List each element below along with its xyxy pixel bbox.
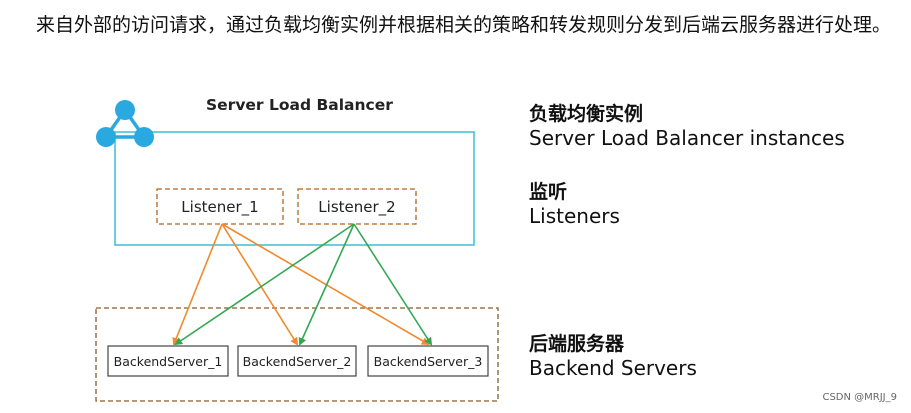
legend-listener-en: Listeners	[529, 204, 620, 228]
legend-listener: 监听 Listeners	[529, 180, 620, 228]
legend-backend-zh: 后端服务器	[529, 333, 625, 355]
legend-slb-zh: 负载均衡实例	[529, 103, 644, 125]
backend-server-1-label: BackendServer_1	[114, 354, 223, 369]
legend-backend: 后端服务器 Backend Servers	[529, 332, 697, 380]
slb-instance-box	[114, 131, 475, 246]
legend-slb: 负载均衡实例 Server Load Balancer instances	[529, 102, 845, 150]
legend-listener-zh: 监听	[529, 181, 568, 203]
csdn-credit: CSDN @MRJJ_9	[822, 392, 897, 403]
listener-2-box	[297, 188, 417, 225]
listener-2-label: Listener_2	[318, 198, 395, 217]
arrow-listener1-backend2	[221, 223, 299, 346]
legend-slb-en: Server Load Balancer instances	[529, 126, 845, 150]
arrow-listener2-backend3	[353, 223, 433, 346]
backend-group-box	[95, 307, 499, 402]
slb-title: Server Load Balancer	[206, 96, 393, 114]
backend-server-2-label: BackendServer_2	[243, 354, 352, 369]
backend-server-1-box	[107, 345, 229, 377]
arrow-listener1-backend1	[172, 223, 223, 346]
arrow-listener2-backend2	[298, 223, 355, 346]
backend-server-2-box	[237, 345, 357, 377]
intro-paragraph: 来自外部的访问请求，通过负载均衡实例并根据相关的策略和转发规则分发到后端云服务器…	[36, 14, 892, 36]
slb-logo-icon	[96, 100, 154, 147]
legend-backend-en: Backend Servers	[529, 356, 697, 380]
arrow-listener2-backend1	[174, 223, 355, 346]
listener-1-box	[156, 188, 284, 225]
arrow-listener1-backend3	[221, 223, 430, 346]
backend-server-3-box	[367, 345, 489, 377]
backend-server-3-label: BackendServer_3	[374, 354, 483, 369]
listener-1-label: Listener_1	[181, 198, 258, 217]
